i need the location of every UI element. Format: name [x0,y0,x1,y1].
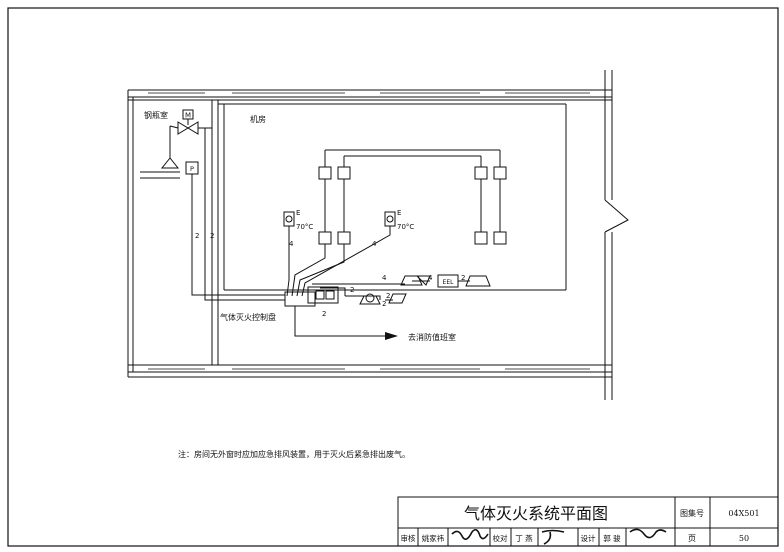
to-duty-room-arrow [385,332,398,340]
wire-count-mid-a: 4 [289,240,294,248]
eel-label: EEL [443,279,455,286]
sensor-temp-label-1: 70°C [296,223,313,231]
control-panel-label: 气体灭火控制盘 [220,312,276,322]
wire-count-bus-d: 2 [386,292,390,300]
pressure-p-label: P [190,165,194,173]
sensor-temp-label-2: 70°C [397,223,414,231]
wire-count-under-panel: 2 [322,310,326,318]
gas-cylinder-icon [160,109,212,169]
atlas-no-value: 04X501 [728,509,759,518]
control-panel-icon [284,286,339,307]
to-duty-room-label: 去消防值班室 [408,332,456,342]
sensor-e-label-1: E [296,209,300,217]
note-text: 注：房间无外窗时应加应急排风装置，用于灭火后紧急排出废气。 [178,449,410,459]
alarm-devices-icons [359,274,491,305]
page-no-value: 50 [739,534,749,543]
page-label: 页 [688,534,696,543]
review-name: 姚家祎 [422,533,445,543]
title-block [397,496,779,547]
wiring-lines [191,128,470,337]
wire-count-mid-b: 4 [372,240,377,248]
design-label: 设计 [581,533,596,543]
detector-cells [318,149,507,245]
valve-m-label: M [185,112,191,120]
cylinder-room-label: 钢瓶室 [144,110,168,120]
drawing-title: 气体灭火系统平面图 [464,504,608,523]
wire-count-bus-b: 4 [428,274,433,282]
wire-count-bus-c: 2 [461,274,465,282]
review-label: 审核 [401,533,416,543]
signature-marks [451,528,667,545]
drawing-frame [7,7,779,547]
check-name: 丁 燕 [515,533,533,543]
check-label: 校对 [493,533,508,543]
building-walls [127,70,629,400]
machine-room-label: 机房 [250,114,266,124]
atlas-no-label: 图集号 [680,508,704,518]
wire-count-right-a: 2 [350,286,354,294]
window-marks [148,92,590,370]
wire-count-right-b: 2 [382,300,386,308]
design-name: 郭 骏 [603,533,621,543]
sensor-e-label-2: E [397,209,401,217]
wire-count-left-a: 2 [195,232,199,240]
wire-count-left-b: 2 [210,232,214,240]
wire-count-bus-a: 4 [382,274,387,282]
